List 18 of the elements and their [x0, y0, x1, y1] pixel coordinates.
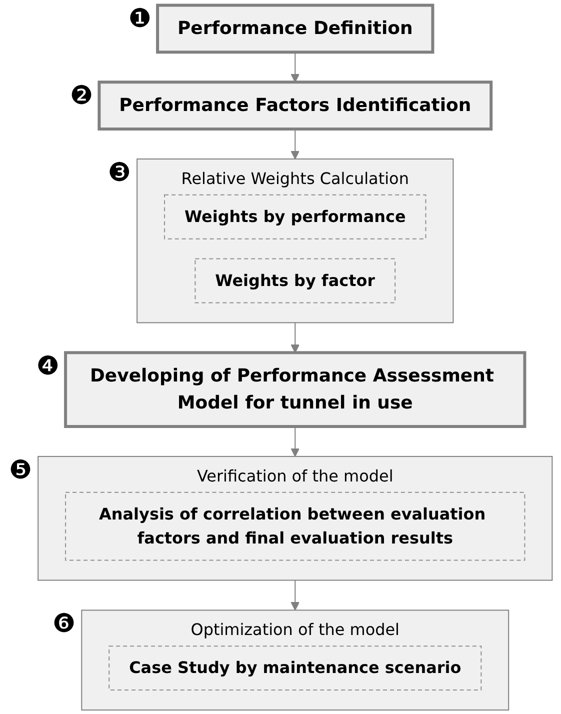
step-number: ❸	[108, 158, 132, 188]
arrow	[290, 322, 300, 354]
step-number: ❶	[128, 4, 152, 34]
node-box: Weights by performance	[164, 194, 426, 240]
step-number: ❹	[36, 352, 60, 382]
arrow	[290, 426, 300, 457]
node-box: Performance Definition	[156, 4, 434, 54]
arrow	[290, 580, 300, 611]
node-box: Developing of Performance Assessment Model for tunnel in use	[64, 351, 526, 428]
step-number: ❻	[52, 609, 76, 640]
node-box: Analysis of correlation between evaluation factors and final evaluation results	[65, 492, 526, 561]
step-number: ❷	[70, 81, 94, 112]
step-number: ❺	[8, 455, 32, 486]
node-box: Weights by factor	[194, 258, 396, 304]
node-box: Performance Factors Identification	[98, 80, 493, 131]
node-box: Case Study by maintenance scenario	[108, 646, 482, 691]
arrow	[290, 128, 300, 160]
arrow	[290, 52, 300, 82]
